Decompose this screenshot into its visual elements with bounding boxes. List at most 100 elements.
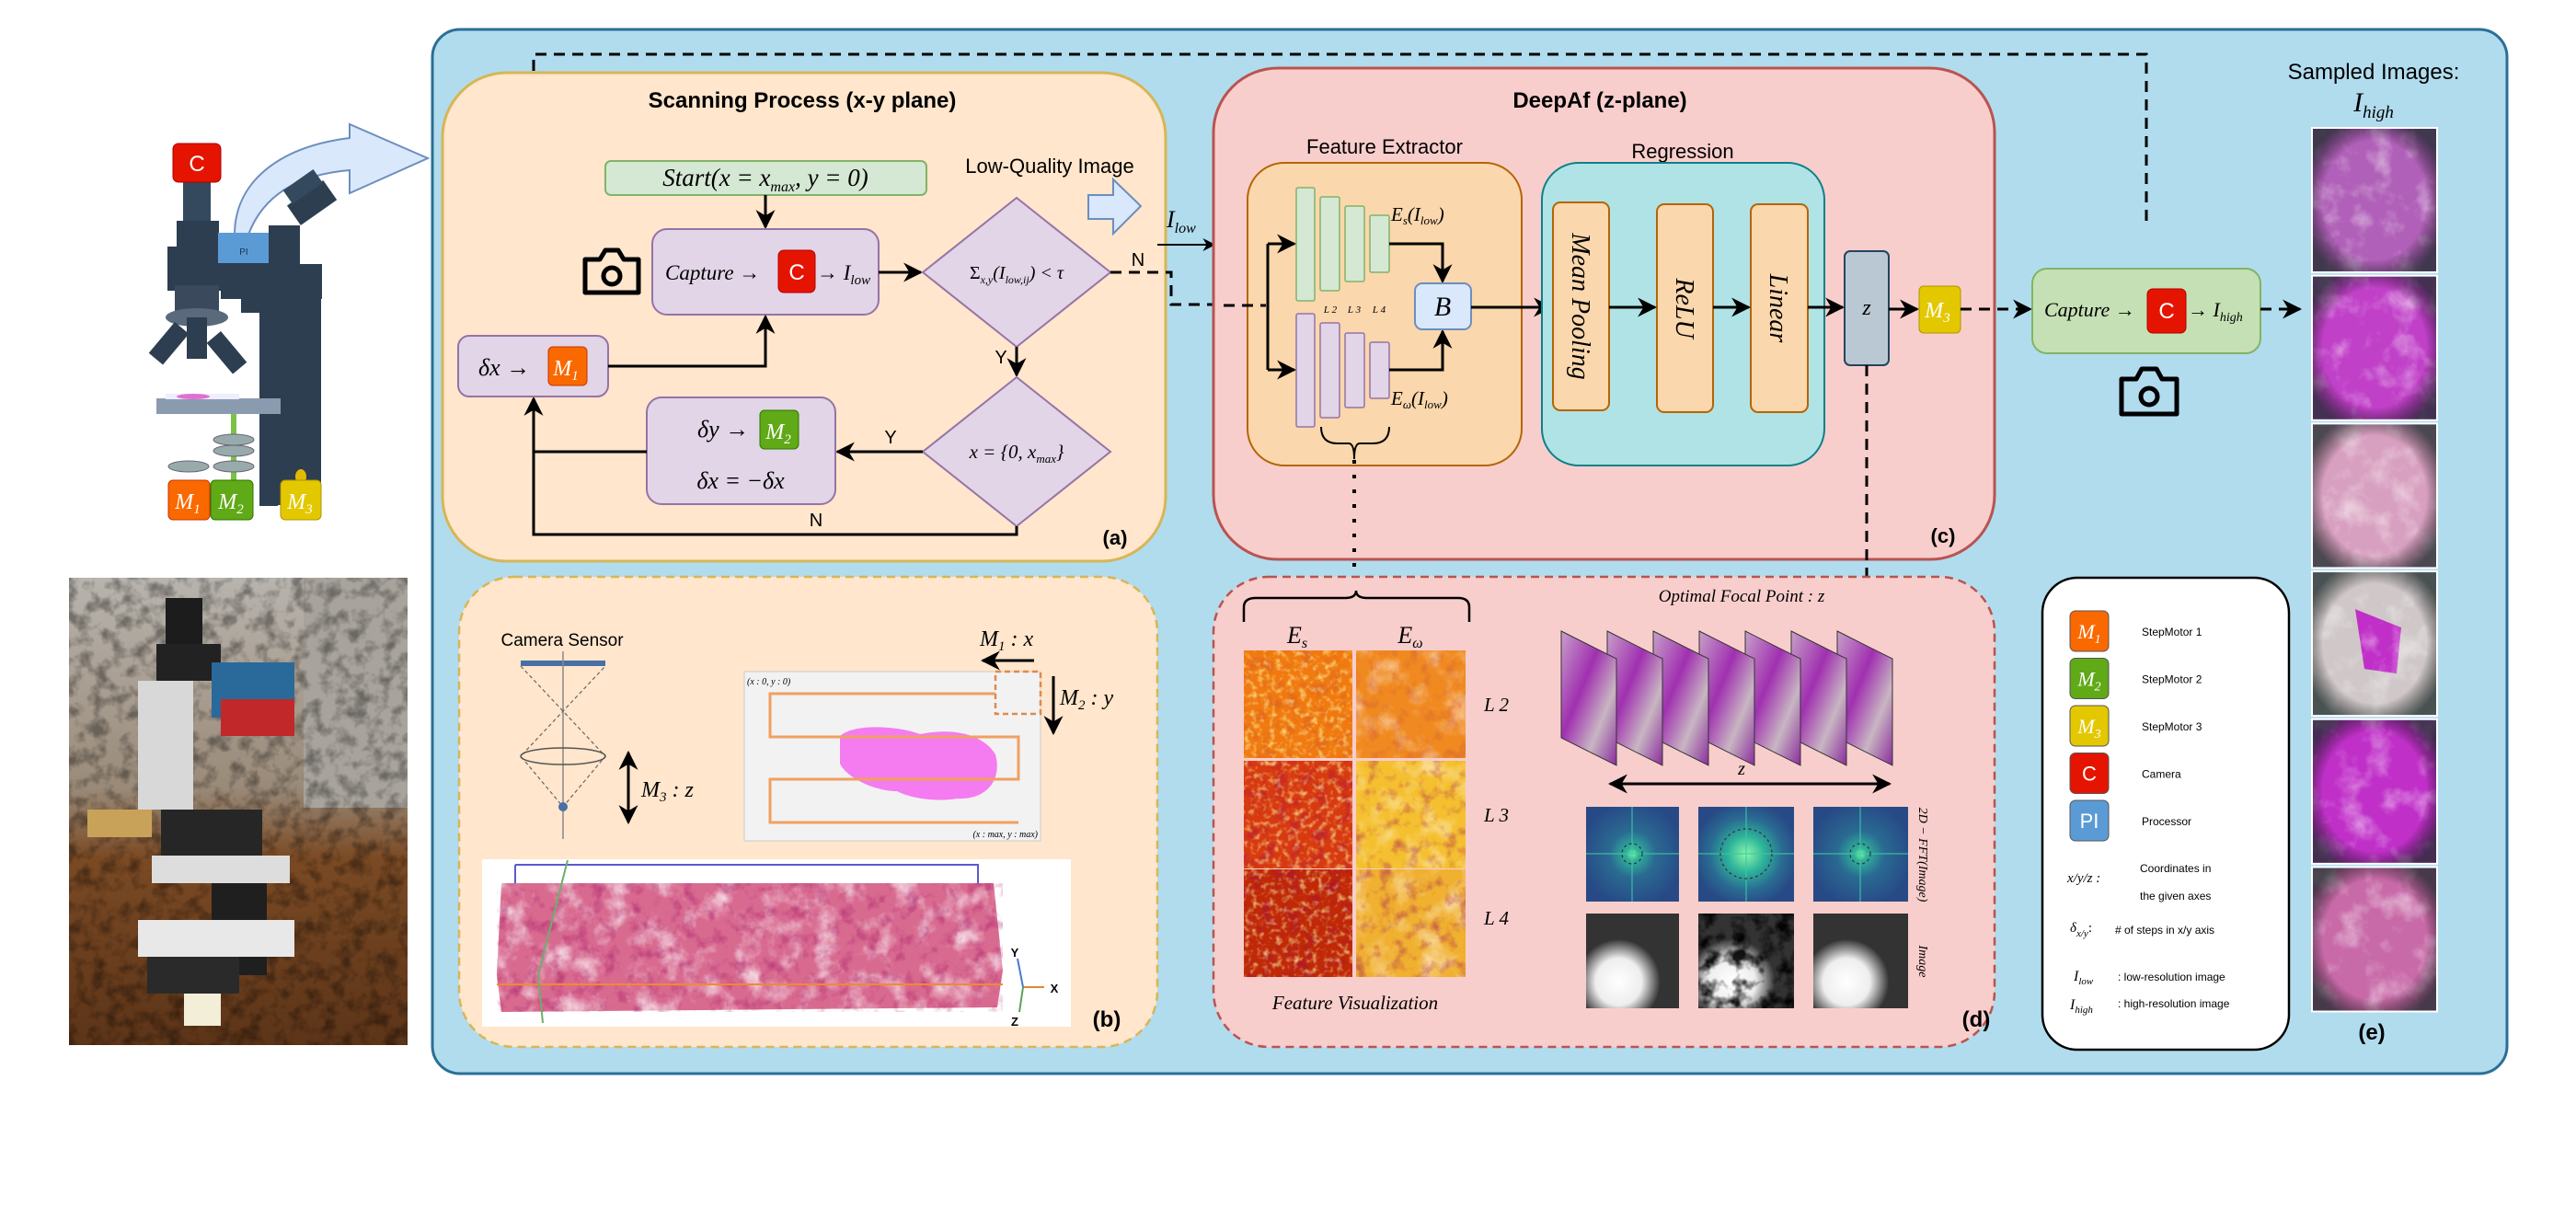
wavelet-header: Eω <box>1397 622 1422 651</box>
tissue-3d-volume: X Y Z <box>482 859 1071 1029</box>
layer-label: L 2 <box>1483 694 1510 716</box>
motor3-axis-label: M3 : z <box>640 778 694 805</box>
step-y-node: δy → M2 δx = −δx <box>646 397 836 505</box>
feature-extractor-label: Feature Extractor <box>1306 135 1463 158</box>
axis-gizmo: X Y Z <box>1011 946 1059 1029</box>
brace-icon <box>1320 426 1390 460</box>
legend-coords-label: Coordinates in <box>2140 862 2211 875</box>
svg-text:Capture →: Capture → <box>665 261 760 284</box>
legend-low-symbol: Ilow <box>2073 969 2094 987</box>
wavelet-encoder-label: Eω(Ilow) <box>1390 387 1448 411</box>
brace-icon <box>1242 590 1471 622</box>
block-arrow-icon <box>1087 177 1143 236</box>
yes-label: Y <box>884 428 896 448</box>
panel-c-title: DeepAf (z-plane) <box>1512 88 1686 113</box>
panel-b-label: (b) <box>1093 1007 1121 1032</box>
legend-label: Processor <box>2142 815 2191 828</box>
svg-text:→ Ilow: → Ilow <box>817 261 870 288</box>
svg-text:M1: M1 <box>174 490 201 517</box>
legend-badge <box>2069 658 2110 699</box>
camera-badge: C <box>172 143 222 183</box>
panel-a-label: (a) <box>1103 526 1128 549</box>
camera-icon <box>2119 366 2179 417</box>
sampled-images-title: Sampled Images: <box>2288 60 2460 85</box>
panel-deepaf: DeepAf (z-plane) Feature Extractor Regre… <box>1212 66 1996 632</box>
sampled-image <box>2311 718 2438 865</box>
sampled-images-column <box>2311 127 2438 1013</box>
legend-label: StepMotor 2 <box>2142 673 2202 686</box>
svg-text:M2: M2 <box>2076 668 2100 695</box>
legend-item: M2 StepMotor 2 <box>2069 658 2202 699</box>
panel-scan-geometry: Camera Sensor M3 : z (x : 0, y : 0) (x :… <box>457 575 1159 1049</box>
sampled-image <box>2311 866 2438 1013</box>
svg-text:M3: M3 <box>1924 299 1950 326</box>
hardware-photo <box>69 578 408 1045</box>
svg-text:Σx,y(Ilow,ij) < τ: Σx,y(Ilow,ij) < τ <box>970 263 1064 286</box>
no-label: N <box>810 511 822 531</box>
z-axis-label: z <box>1737 759 1745 779</box>
svg-text:B: B <box>1434 292 1451 322</box>
svg-text:(x : 0, y : 0): (x : 0, y : 0) <box>747 677 791 687</box>
processor-board <box>218 233 270 263</box>
feature-heatmap <box>1356 869 1466 977</box>
svg-text:δx →: δx → <box>478 354 530 381</box>
svg-text:Linear: Linear <box>1764 273 1792 343</box>
camera-badge <box>777 249 816 293</box>
layer-label: L 2 <box>1323 305 1338 316</box>
feature-heatmap <box>1244 869 1352 977</box>
grayscale-images <box>1586 914 1908 1008</box>
sampled-image <box>2311 274 2438 421</box>
image-label: Image <box>1915 945 1929 978</box>
feature-visualization-caption: Feature Visualization <box>1271 992 1438 1014</box>
panel-c-label: (c) <box>1931 524 1956 547</box>
yes-label: Y <box>995 348 1006 368</box>
fft-label: 2D − FFT(Image) <box>1915 808 1929 902</box>
data-flow-arrow-icon <box>233 122 431 236</box>
svg-text:(x : max, y : max): (x : max, y : max) <box>972 830 1038 840</box>
legend-steps-label: # of steps in x/y axis <box>2115 924 2214 937</box>
low-image-output-label: Ilow <box>1166 206 1196 236</box>
feature-heatmap <box>1244 761 1352 868</box>
legend-badge <box>2069 753 2110 794</box>
motor2-badge: M2 <box>210 479 254 521</box>
svg-text:Capture →: Capture → <box>2044 298 2135 321</box>
focal-slice <box>1560 630 1617 766</box>
panel-d-label: (d) <box>1962 1007 1991 1032</box>
sampled-image <box>2311 422 2438 569</box>
svg-text:PI: PI <box>2080 810 2099 833</box>
feature-extractor-block: L 2 L 3 L 4 Es(Ilow) Eω(Ilow) B <box>1247 162 1523 466</box>
motor2-badge <box>759 409 799 450</box>
motor1-badge: M1 <box>167 479 211 521</box>
layer-label: L 3 <box>1347 305 1362 316</box>
sampled-image <box>2311 127 2438 273</box>
feature-heatmap <box>1356 761 1466 868</box>
layer-label: L 4 <box>1372 305 1386 316</box>
legend-steps-symbol: δx/y: <box>2070 921 2092 939</box>
low-quality-image-label: Low-Quality Image <box>965 155 1133 178</box>
svg-text:ReLU: ReLU <box>1670 277 1698 339</box>
sampled-images-subtitle: Ihigh <box>2352 87 2394 122</box>
legend-label: StepMotor 1 <box>2142 626 2202 638</box>
legend-badge <box>2069 799 2110 842</box>
svg-text:C: C <box>2082 763 2097 786</box>
motor2-axis-label: M2 : y <box>1059 686 1113 713</box>
camera-icon <box>582 247 641 295</box>
legend-label: StepMotor 3 <box>2142 720 2202 733</box>
motor1-axis-label: M1 : x <box>979 627 1033 654</box>
svg-text:M2: M2 <box>765 420 791 447</box>
spatial-encoder-label: Es(Ilow) <box>1390 203 1444 227</box>
legend-item: PI Processor <box>2069 799 2191 842</box>
processor-label: PI <box>239 247 247 258</box>
legend-high-symbol: Ihigh <box>2069 997 2093 1016</box>
svg-text:z: z <box>1861 296 1871 320</box>
svg-text:M1: M1 <box>552 357 579 384</box>
quality-check-decision: Σx,y(Ilow,ij) < τ <box>921 196 1112 349</box>
panel-e-label: (e) <box>2358 1020 2385 1045</box>
feature-heatmap-grid <box>1244 650 1466 977</box>
svg-text:x = {0, xmax}: x = {0, xmax} <box>969 441 1064 466</box>
layer-label: L 3 <box>1483 804 1509 826</box>
optimal-focal-point-label: Optimal Focal Point : z <box>1659 587 1825 606</box>
